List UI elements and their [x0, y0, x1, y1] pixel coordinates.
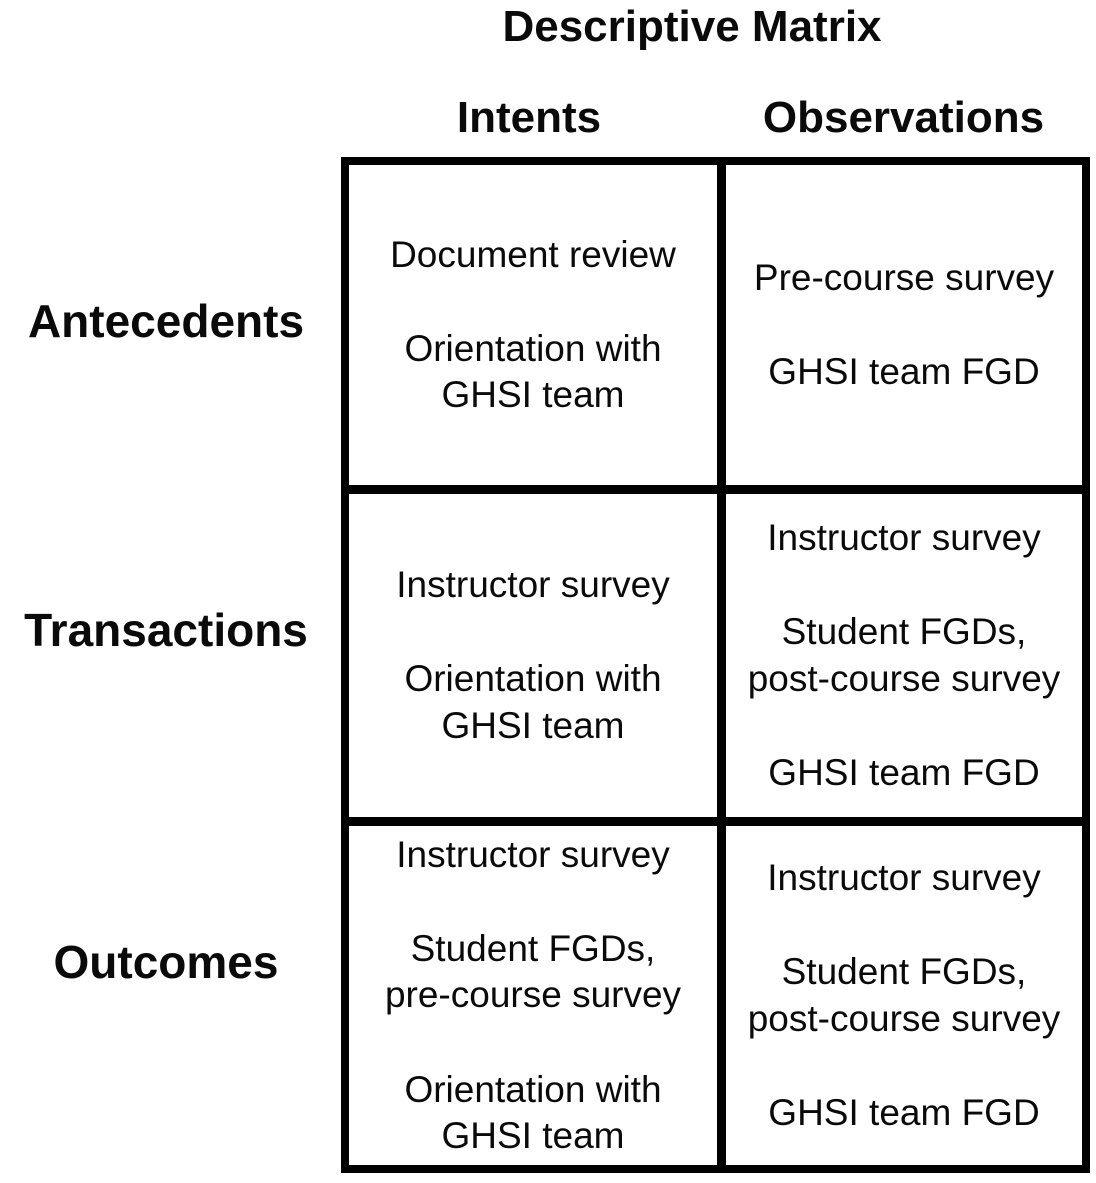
cell-text: Student FGDs, post-course survey — [747, 611, 1061, 699]
cell-transactions-intents: Instructor survey Orientation with GHSI … — [349, 494, 717, 817]
cell-text: Pre-course survey — [753, 256, 1055, 298]
cell-text: Student FGDs, post-course survey — [747, 951, 1061, 1039]
cell-outcomes-intents: Instructor survey Student FGDs, pre-cour… — [349, 826, 717, 1165]
cell-text: Instructor survey — [396, 564, 670, 606]
row-label-antecedents: Antecedents — [27, 295, 305, 347]
cell-text: GHSI team FGD — [768, 751, 1040, 793]
figure-title: Descriptive Matrix — [502, 2, 882, 51]
cell-antecedents-intents: Document review Orientation with GHSI te… — [349, 165, 717, 485]
cell-antecedents-observations: Pre-course survey GHSI team FGD — [726, 165, 1082, 485]
cell-transactions-observations: Instructor survey Student FGDs, post-cou… — [726, 494, 1082, 817]
cell-text: Document review — [390, 233, 676, 275]
row-label-transactions: Transactions — [24, 604, 308, 656]
cell-text: Instructor survey — [767, 517, 1041, 558]
cell-text: Instructor survey — [767, 857, 1041, 898]
descriptive-matrix-grid: Document review Orientation with GHSI te… — [341, 157, 1090, 1173]
row-label-outcomes: Outcomes — [53, 936, 279, 988]
cell-text: Orientation with GHSI team — [404, 1068, 662, 1156]
cell-text: Student FGDs, pre-course survey — [384, 928, 682, 1016]
cell-text: GHSI team FGD — [768, 351, 1040, 392]
cell-outcomes-observations: Instructor survey Student FGDs, post-cou… — [726, 826, 1082, 1165]
cell-text: GHSI team FGD — [768, 1091, 1040, 1133]
cell-text: Instructor survey — [396, 833, 670, 875]
column-header-observations: Observations — [762, 93, 1045, 142]
cell-text: Orientation with GHSI team — [404, 327, 662, 416]
cell-text: Orientation with GHSI team — [404, 658, 662, 746]
column-header-intents: Intents — [456, 93, 602, 142]
